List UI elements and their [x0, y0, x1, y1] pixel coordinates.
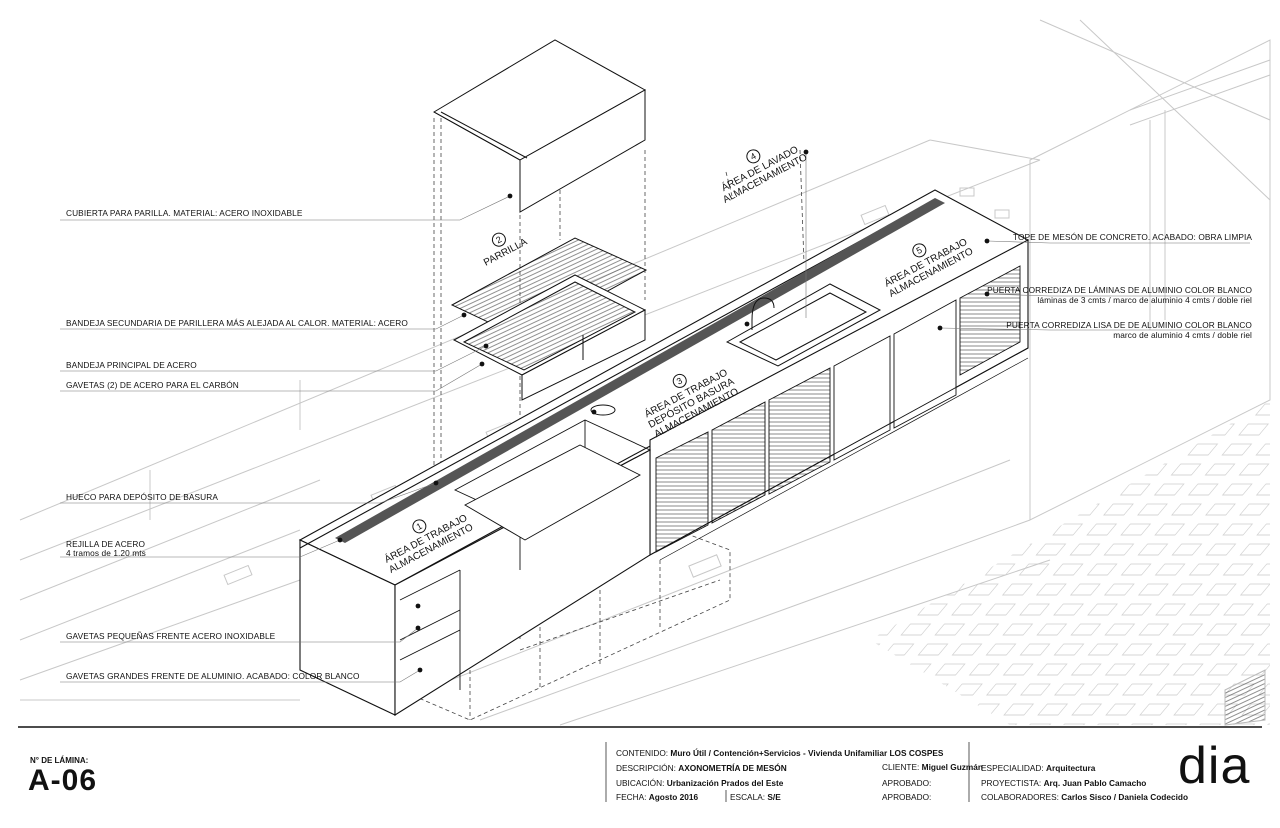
- sink: [725, 283, 882, 367]
- label-louvered-door: PUERTA CORREDIZA DE LÁMINAS DE ALUMINIO …: [987, 285, 1252, 295]
- tb-descripcion-key: DESCRIPCIÓN:: [616, 763, 676, 773]
- leader-dots: [337, 149, 990, 673]
- trash-hole: [590, 404, 616, 416]
- tb-colaboradores-value: Carlos Sisco / Daniela Codecido: [1061, 792, 1189, 802]
- tb-colaboradores: COLABORADORES: Carlos Sisco / Daniela Co…: [981, 792, 1188, 802]
- tb-escala-value: S/E: [767, 792, 781, 802]
- tb-proyectista: PROYECTISTA: Arq. Juan Pablo Camacho: [981, 778, 1146, 788]
- label-louvered-door-spec: láminas de 3 cmts / marco de aluminio 4 …: [1037, 295, 1252, 305]
- label-grill-cover: CUBIERTA PARA PARILLA. MATERIAL: ACERO I…: [66, 208, 303, 218]
- label-secondary-tray: BANDEJA SECUNDARIA DE PARILLERA MÁS ALEJ…: [66, 318, 408, 328]
- counter-doors: [649, 265, 1029, 561]
- tb-aprobado-2: APROBADO:: [882, 792, 932, 802]
- tb-cliente: CLIENTE: Miguel Guzmán: [882, 762, 983, 772]
- exploded-grill: [432, 39, 648, 401]
- sheet-number: A-06: [28, 764, 98, 797]
- label-charcoal-drawers: GAVETAS (2) DE ACERO PARA EL CARBÓN: [66, 380, 239, 390]
- tb-ubicacion: UBICACIÓN: Urbanización Prados del Este: [616, 778, 783, 788]
- tb-cliente-value: Miguel Guzmán: [921, 762, 983, 772]
- tb-colaboradores-key: COLABORADORES:: [981, 792, 1059, 802]
- tb-especialidad-key: ESPECIALIDAD:: [981, 763, 1044, 773]
- tb-contenido: CONTENIDO: Muro Útil / Contención+Servic…: [616, 748, 943, 758]
- tb-ubicacion-key: UBICACIÓN:: [616, 778, 665, 788]
- tb-contenido-value: Muro Útil / Contención+Servicios - Vivie…: [670, 748, 944, 758]
- sheet-number-label: N° DE LÁMINA:: [30, 756, 89, 765]
- tb-aprobado-1: APROBADO:: [882, 778, 932, 788]
- tb-especialidad-value: Arquitectura: [1046, 763, 1096, 773]
- studio-logo: dia: [1178, 737, 1251, 795]
- tb-escala-key: ESCALA:: [730, 792, 766, 802]
- tb-descripcion: DESCRIPCIÓN: AXONOMETRÍA DE MESÓN: [616, 763, 787, 773]
- tb-fecha-key: FECHA:: [616, 792, 647, 802]
- label-main-tray: BANDEJA PRINCIPAL DE ACERO: [66, 360, 197, 370]
- label-plain-door: PUERTA CORREDIZA LISA DE DE ALUMINIO COL…: [1006, 320, 1252, 330]
- grill-bay: [399, 419, 652, 690]
- label-trash-hole: HUECO PARA DEPÓSITO DE BASURA: [66, 492, 218, 502]
- tb-ubicacion-value: Urbanización Prados del Este: [666, 778, 784, 788]
- tb-proyectista-key: PROYECTISTA:: [981, 778, 1042, 788]
- label-concrete-top: TOPE DE MESÓN DE CONCRETO. ACABADO: OBRA…: [1012, 232, 1252, 242]
- title-block-frame: [18, 726, 1262, 802]
- tb-escala: ESCALA: S/E: [730, 792, 781, 802]
- leader-lines: [60, 152, 1250, 683]
- tb-contenido-key: CONTENIDO:: [616, 748, 669, 758]
- tb-fecha-value: Agosto 2016: [648, 792, 699, 802]
- label-steel-grate: REJILLA DE ACERO: [66, 539, 146, 549]
- tb-proyectista-value: Arq. Juan Pablo Camacho: [1043, 778, 1147, 788]
- tb-cliente-key: CLIENTE:: [882, 762, 920, 772]
- label-steel-grate-spec: 4 tramos de 1.20 mts: [66, 548, 146, 558]
- tb-descripcion-value: AXONOMETRÍA DE MESÓN: [678, 763, 787, 773]
- label-small-drawers: GAVETAS PEQUEÑAS FRENTE ACERO INOXIDABLE: [66, 631, 276, 641]
- label-plain-door-spec: marco de aluminio 4 cmts / doble riel: [1113, 330, 1252, 340]
- label-large-drawers: GAVETAS GRANDES FRENTE DE ALUMINIO. ACAB…: [66, 671, 360, 681]
- tb-especialidad: ESPECIALIDAD: Arquitectura: [981, 763, 1095, 773]
- tb-fecha: FECHA: Agosto 2016: [616, 792, 698, 802]
